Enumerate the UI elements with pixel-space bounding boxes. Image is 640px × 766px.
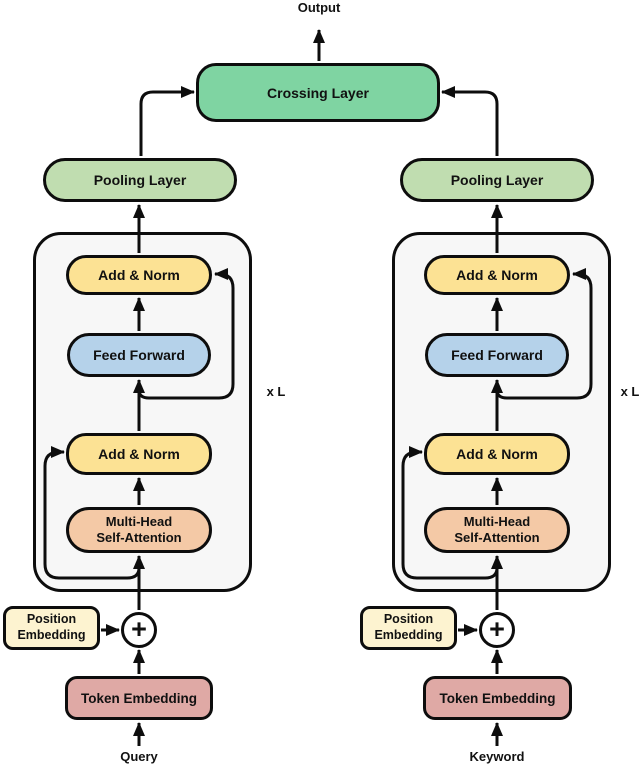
keyword-token-embedding-box: Token Embedding bbox=[423, 676, 572, 720]
query-pooling-layer-box: Pooling Layer bbox=[43, 158, 237, 202]
query-posembed-line2: Embedding bbox=[17, 628, 86, 642]
query-posembed-line1: Position bbox=[26, 612, 77, 627]
keyword-pooling-layer-box: Pooling Layer bbox=[400, 158, 594, 202]
keyword-attention-line1: Multi-Head bbox=[463, 514, 531, 530]
query-self-attention-box: Multi-Head Self-Attention bbox=[66, 507, 212, 553]
output-label: Output bbox=[297, 0, 341, 15]
query-position-embedding-box: Position Embedding bbox=[3, 606, 100, 650]
keyword-self-attention-box: Multi-Head Self-Attention bbox=[424, 507, 570, 553]
query-add-norm-bottom-box: Add & Norm bbox=[66, 433, 212, 475]
query-repeat-label: x L bbox=[266, 384, 286, 399]
keyword-pooling-to-crossing-arrow bbox=[441, 86, 499, 156]
query-token-embedding-box: Token Embedding bbox=[65, 676, 213, 720]
query-attention-line1: Multi-Head bbox=[105, 514, 173, 530]
keyword-add-norm-bottom-box: Add & Norm bbox=[424, 433, 570, 475]
query-attention-line2: Self-Attention bbox=[96, 530, 182, 545]
query-add-operator-icon: + bbox=[121, 612, 157, 648]
keyword-posembed-line1: Position bbox=[383, 612, 434, 627]
keyword-add-operator-icon: + bbox=[479, 612, 515, 648]
query-add-norm-top-box: Add & Norm bbox=[66, 255, 212, 295]
query-feed-forward-box: Feed Forward bbox=[67, 333, 211, 377]
keyword-feed-forward-box: Feed Forward bbox=[425, 333, 569, 377]
keyword-repeat-label: x L bbox=[620, 384, 640, 399]
keyword-posembed-line2: Embedding bbox=[374, 628, 443, 642]
keyword-attention-line2: Self-Attention bbox=[454, 530, 540, 545]
keyword-input-label: Keyword bbox=[469, 749, 525, 764]
keyword-add-norm-top-box: Add & Norm bbox=[424, 255, 570, 295]
crossing-layer-box: Crossing Layer bbox=[196, 63, 440, 122]
query-input-label: Query bbox=[120, 749, 158, 764]
query-pooling-to-crossing-arrow bbox=[139, 86, 195, 156]
keyword-position-embedding-box: Position Embedding bbox=[360, 606, 457, 650]
